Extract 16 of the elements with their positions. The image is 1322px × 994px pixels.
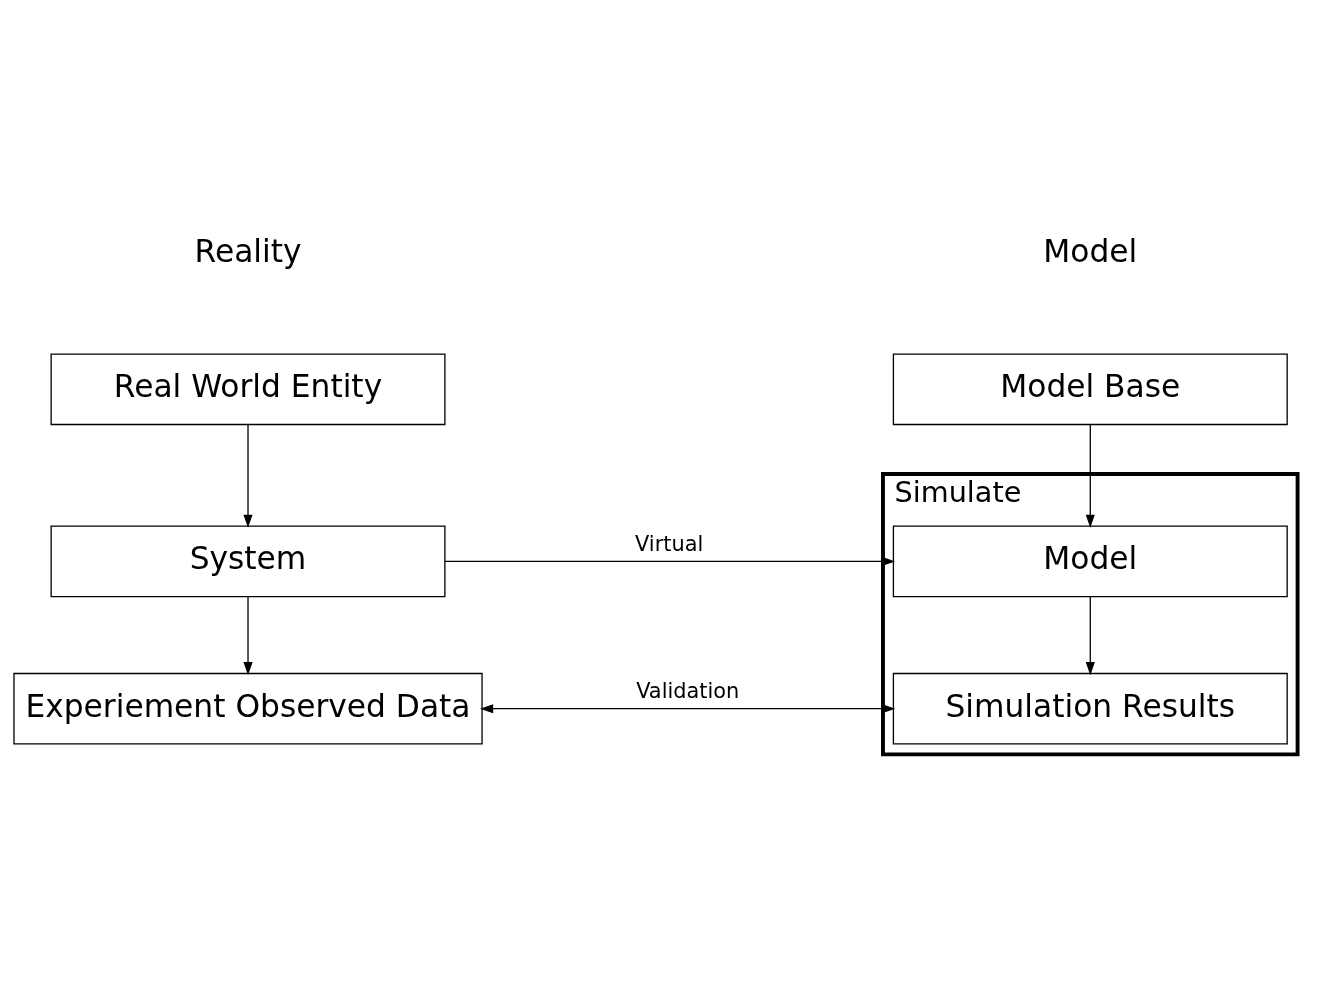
edge-label: Virtual <box>635 531 704 556</box>
node-box: Simulation Results <box>892 672 1288 745</box>
label: Reality <box>194 232 302 269</box>
arrow <box>1085 595 1095 675</box>
arrow <box>480 703 896 713</box>
arrow <box>444 556 896 566</box>
arrow <box>243 595 253 675</box>
node-box: System <box>50 525 446 597</box>
node-box: Experiement Observed Data <box>13 672 483 745</box>
edge-label: Validation <box>636 678 740 703</box>
node-box: Model <box>892 525 1288 597</box>
arrow <box>243 423 253 528</box>
node-box: Model Base <box>892 352 1288 425</box>
node-box: Real World Entity <box>50 352 446 425</box>
arrow <box>1085 423 1095 528</box>
label: Model <box>1043 232 1138 269</box>
